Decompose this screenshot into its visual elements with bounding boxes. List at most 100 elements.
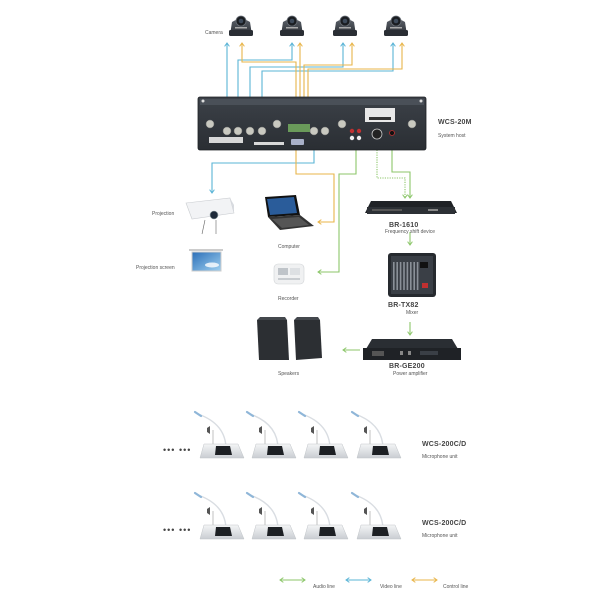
- recorder-label: Recorder: [278, 296, 299, 302]
- computer-label: Computer: [278, 244, 300, 250]
- arrow-head-icon: [239, 42, 245, 47]
- mic-row-2-ellipsis: ••• •••: [163, 525, 192, 535]
- arrow-head-icon: [345, 577, 350, 583]
- frequency-shift-description: Frequency shift device: [385, 229, 436, 235]
- audio-line-frequency-shift-dotted: [376, 145, 408, 199]
- arrow-head-icon: [407, 241, 413, 246]
- amplifier-description: Power amplifier: [393, 371, 428, 377]
- arrow-head-icon: [289, 42, 295, 47]
- arrow-head-icon: [301, 577, 306, 583]
- mic-row-1-description: Microphone unit: [422, 454, 458, 460]
- microphone-unit-r2-1: [193, 491, 245, 540]
- microphone-unit-r1-3: [297, 410, 349, 459]
- arrow-head-icon: [367, 577, 372, 583]
- microphone-unit-r2-4: [350, 491, 402, 540]
- arrow-head-icon: [402, 194, 408, 199]
- arrow-head-icon: [342, 347, 347, 353]
- mixer-channel-strip: [410, 262, 412, 290]
- mixer-channel-strip: [403, 262, 405, 290]
- host-control-terminal: [288, 124, 310, 132]
- legend-audio-label: Audio line: [313, 584, 335, 590]
- audio-line-amplifier: [407, 322, 413, 336]
- microphone-unit-r1-2: [245, 410, 297, 459]
- video-line-camera-2: [237, 42, 295, 97]
- mixer-channel-strip: [393, 262, 395, 290]
- arrow-head-icon: [411, 577, 416, 583]
- mixer-description: Mixer: [406, 310, 419, 316]
- audio-line-frequency-shift: [391, 143, 413, 199]
- mic-row-1-ellipsis: ••• •••: [163, 445, 192, 455]
- mixer-device: [388, 253, 436, 297]
- control-line-camera-3: [303, 42, 355, 110]
- arrow-head-icon: [399, 42, 405, 47]
- mixer-channel-strip: [399, 262, 402, 290]
- speakers-label: Speakers: [278, 371, 300, 377]
- arrow-head-icon: [349, 42, 355, 47]
- mixer-channel-strip: [396, 262, 398, 290]
- laptop-device: [265, 195, 314, 230]
- arrow-head-icon: [317, 219, 322, 225]
- arrow-head-icon: [407, 331, 413, 336]
- recorder-device: [273, 263, 305, 285]
- control-line-camera-1: [239, 42, 297, 110]
- speaker-right: [294, 317, 322, 360]
- mic-row-1-model: WCS-200C/D: [422, 441, 467, 448]
- speaker-left: [257, 317, 289, 360]
- mic-row-2-description: Microphone unit: [422, 533, 458, 539]
- host-rca-ports: [349, 128, 362, 141]
- microphone-unit-r1-4: [350, 410, 402, 459]
- projection-screen-label: Projection screen: [136, 265, 175, 271]
- projection-screen-device: [189, 249, 223, 272]
- mixer-channel-strip: [406, 262, 409, 290]
- arrow-head-icon: [433, 577, 438, 583]
- legend-video-line-icon: [345, 577, 372, 583]
- audio-line-speakers: [342, 347, 360, 353]
- ptz-camera-3: [333, 15, 357, 36]
- arrow-head-icon: [407, 194, 413, 199]
- frequency-shift-device: [365, 201, 457, 214]
- legend-control-line-icon: [411, 577, 438, 583]
- arrow-head-icon: [317, 269, 322, 275]
- legend-control-label: Control line: [443, 584, 469, 590]
- mixer-channel-strip: [413, 262, 415, 290]
- mixer-channel-strip: [416, 262, 419, 290]
- connection-lines: [209, 42, 413, 353]
- host-bnc-connectors: [205, 119, 417, 136]
- projector-device: [185, 197, 235, 235]
- ptz-camera-1: [229, 15, 253, 36]
- video-line-camera-1: [224, 42, 230, 97]
- arrow-head-icon: [279, 577, 284, 583]
- arrow-head-icon: [390, 42, 396, 47]
- ptz-camera-2: [280, 15, 304, 36]
- control-line-camera-4: [307, 42, 405, 110]
- amplifier-model: BR-GE200: [389, 363, 425, 370]
- legend-audio-line-icon: [279, 577, 306, 583]
- host-xlr-port: [371, 128, 383, 140]
- microphone-unit-r2-3: [297, 491, 349, 540]
- audio-line-mixer: [407, 232, 413, 246]
- video-line-camera-3: [249, 42, 346, 97]
- arrow-head-icon: [224, 42, 230, 47]
- projection-label: Projection: [152, 211, 175, 217]
- camera-label: Camera: [205, 30, 223, 36]
- host-model: WCS-20M: [438, 119, 472, 126]
- system-host-device: [197, 96, 427, 151]
- host-vga-port: [291, 139, 304, 145]
- legend-video-label: Video line: [380, 584, 402, 590]
- control-line-computer: [295, 148, 335, 225]
- microphone-unit-r1-1: [193, 410, 245, 459]
- video-line-camera-4: [261, 42, 396, 97]
- arrow-head-icon: [209, 189, 215, 194]
- audio-line-recorder: [317, 141, 357, 275]
- ptz-camera-4: [384, 15, 408, 36]
- frequency-shift-model: BR-1610: [389, 222, 419, 229]
- video-line-projection: [209, 142, 315, 194]
- power-amplifier-device: [363, 339, 461, 360]
- arrow-head-icon: [297, 42, 303, 47]
- host-description: System host: [438, 133, 466, 139]
- microphone-unit-r2-2: [245, 491, 297, 540]
- arrow-head-icon: [340, 42, 346, 47]
- mixer-model: BR-TX82: [388, 302, 419, 309]
